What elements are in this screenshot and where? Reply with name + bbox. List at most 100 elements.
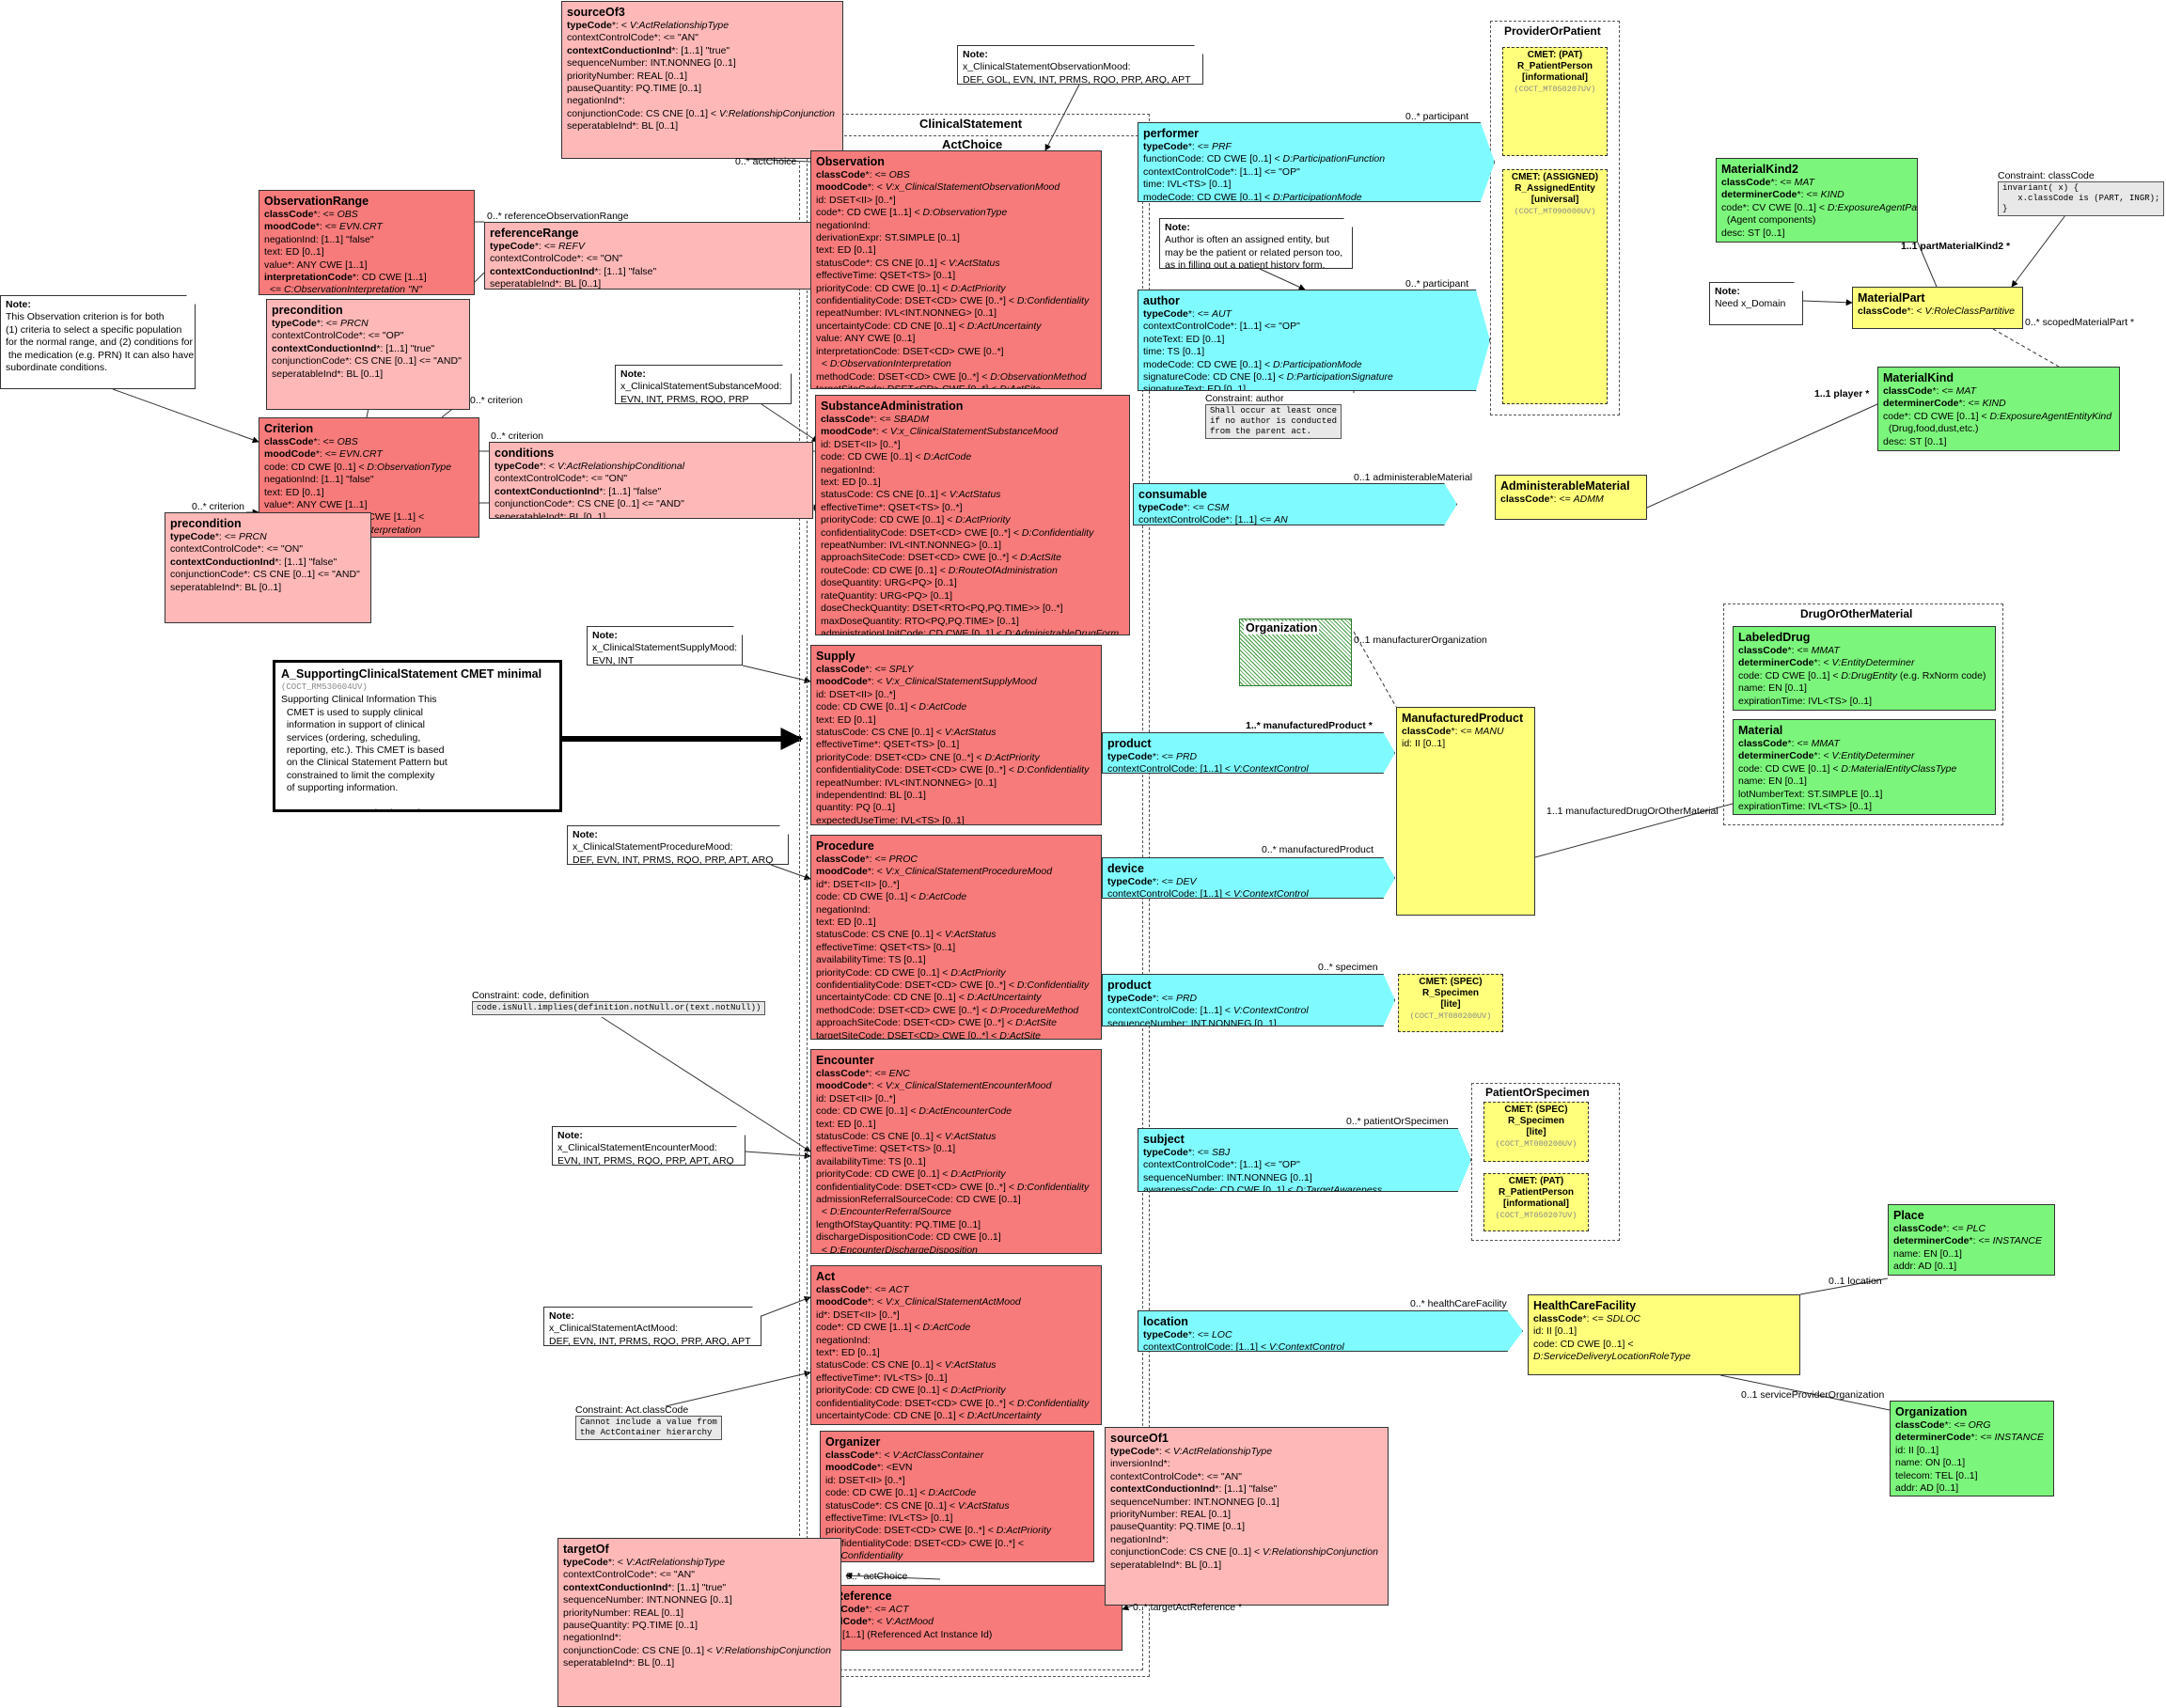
act-choice-group — [807, 135, 1143, 1670]
organization-hatched-box[interactable]: Organization — [1239, 619, 1352, 686]
attribute-text: D:ObservationType — [367, 461, 452, 473]
attribute-row: addr: AD [0..1] — [1893, 1261, 2049, 1273]
note-domain[interactable]: Note:Need x_Domain — [1709, 282, 1803, 325]
attribute-text: D:Confidentiality — [1016, 1397, 1090, 1409]
attribute-row: moodCode*: < V:x_ClinicalStatementSupply… — [816, 676, 1096, 688]
attribute-row: id: DSET<II> [0..*] — [821, 439, 1124, 451]
attribute-row: routeCode: CD CWE [0..1] < D:RouteOfAdmi… — [821, 565, 1124, 577]
note-proc-mood[interactable]: Note:x_ClinicalStatementProcedureMood:DE… — [567, 825, 789, 865]
attribute-row: negationInd*: — [1110, 1534, 1383, 1546]
attribute-text: conjunctionCode*: CS CNE [0..1] <= "AND" — [170, 569, 360, 581]
attribute-text: ACT — [888, 1604, 909, 1615]
attribute-text: typeCode — [1107, 876, 1153, 887]
attribute-text: priorityCode: DSET<CD> CWE [0..*] < — [825, 1525, 997, 1537]
attribute-text: *: <= — [315, 448, 339, 461]
act-reference-class-box[interactable]: ActReferenceclassCode*: <= ACTmoodCode*:… — [810, 1585, 1122, 1651]
attribute-text: *: <= — [1183, 502, 1207, 513]
attribute-text: D:ActSite — [1015, 1017, 1057, 1029]
class-title: sourceOf3 — [567, 6, 625, 19]
attribute-row: x_ClinicalStatementSubstanceMood: — [620, 381, 786, 393]
cmet-pat1-cmet-box[interactable]: CMET: (PAT)R_PatientPerson[informational… — [1502, 47, 1608, 156]
attribute-text: sequenceNumber: INT.NONNEG [0..1] — [563, 1594, 732, 1606]
attribute-row: classCode*: <= MAT — [1883, 385, 2114, 398]
attribute-row: priorityCode: CD CWE [0..1] < D:ActPrior… — [816, 283, 1096, 295]
cmet-spec1-cmet-box[interactable]: CMET: (SPEC)R_Specimen[lite](COCT_MT0802… — [1398, 974, 1503, 1032]
cmet-line: R_Specimen — [1507, 1116, 1565, 1126]
cmet-pat2-cmet-box[interactable]: CMET: (PAT)R_PatientPerson[informational… — [1483, 1173, 1589, 1231]
attribute-text: *: <= — [1152, 876, 1176, 887]
attribute-text: *: < — [539, 461, 557, 472]
note-act-mood[interactable]: Note:x_ClinicalStatementActMood:DEF, EVN… — [543, 1307, 761, 1346]
attribute-text: x_ClinicalStatementEncounterMood: — [557, 1142, 717, 1154]
attribute-row: availabilityTime: TS [0..1] — [816, 1156, 1096, 1168]
attribute-row: id*: DSET<II> [0..*] — [816, 1309, 1096, 1322]
note-enc-mood[interactable]: Note:x_ClinicalStatementEncounterMood:EV… — [552, 1126, 746, 1166]
attribute-text: Need x_Domain — [1715, 298, 1786, 310]
attribute-text: value*: ANY CWE [1..1] — [264, 499, 368, 511]
cmet-assigned-cmet-box[interactable]: CMET: (ASSIGNED)R_AssignedEntity[univers… — [1502, 169, 1608, 404]
cmet-spec2-cmet-box[interactable]: CMET: (SPEC)R_Specimen[lite](COCT_MT0802… — [1483, 1102, 1589, 1162]
edge-label-consumable: 0..1 administerableMaterial — [1354, 472, 1473, 483]
cmet-line: R_PatientPerson — [1516, 61, 1593, 71]
attribute-text: *: <= — [1932, 385, 1956, 397]
note-criterion[interactable]: Note:This Observation criterion is for b… — [0, 295, 196, 389]
attribute-text: moodCode — [821, 426, 872, 438]
note-subst-mood[interactable]: Note:x_ClinicalStatementSubstanceMood:EV… — [615, 365, 792, 404]
entry-point-box[interactable]: A_SupportingClinicalStatement CMET minim… — [273, 660, 562, 812]
note-author[interactable]: Note:Author is often an assigned entity,… — [1159, 218, 1353, 269]
note-supply-mood[interactable]: Note:x_ClinicalStatementSupplyMood:EVN, … — [587, 626, 743, 666]
attribute-row: functionCode: CD CWE [0..1] < D:Particip… — [1143, 153, 1489, 165]
attribute-text: *: < — [1154, 1446, 1173, 1457]
attribute-row: typeCode*: < V:ActRelationshipType — [567, 20, 838, 32]
note-obs-mood[interactable]: Note:x_ClinicalStatementObservationMood:… — [957, 45, 1203, 85]
attribute-text: negationInd: [1..1] "false" — [264, 233, 374, 245]
attribute-row: code: CD CWE [0..1] < D:ActCode — [825, 1487, 1089, 1499]
attribute-text: id: DSET<II> [0..*] — [816, 688, 896, 700]
attribute-row: contextControlCode*: <= "ON" — [170, 543, 366, 556]
attribute-text: D:AdministrableDrugForm — [1004, 627, 1120, 635]
attribute-row: negationInd: — [816, 1335, 1096, 1347]
attribute-text: *: < — [874, 1449, 893, 1461]
attribute-row: lengthOfStayQuantity: PQ.TIME [0..1] — [816, 1219, 1096, 1231]
attribute-text: *: <= — [1944, 1419, 1969, 1431]
attribute-row: (1) criteria to select a specific popula… — [6, 324, 190, 337]
attribute-text: id: II [0..1] — [1402, 738, 1446, 750]
attribute-row: code: CD CWE [0..1] < D:ActCode — [816, 891, 1096, 903]
cmet-code: (COCT_MT090000UV) — [1514, 207, 1596, 216]
attribute-text: typeCode — [1143, 308, 1188, 320]
attribute-row: effectiveTime*: IVL<TS> [0..1] — [816, 1372, 1096, 1385]
